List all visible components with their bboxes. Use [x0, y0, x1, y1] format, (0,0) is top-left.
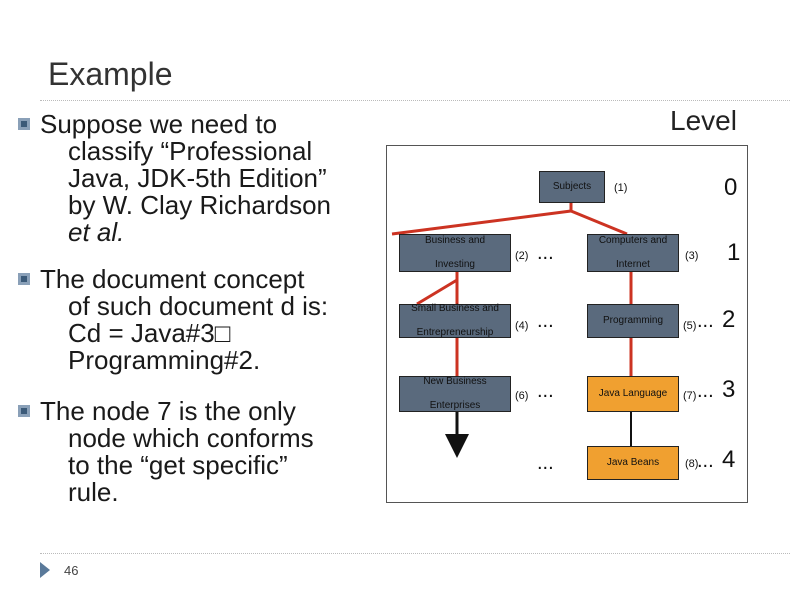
ellipsis: ... — [697, 310, 714, 332]
node-java-language: Java Language — [587, 376, 679, 412]
node-label: Investing — [434, 259, 475, 270]
level-3: 3 — [722, 376, 736, 403]
footer-divider — [40, 553, 790, 554]
slide-title: Example — [48, 56, 173, 92]
edge-subjects-right — [570, 209, 628, 236]
node-number-5: (5) — [683, 320, 697, 332]
title-divider — [40, 100, 790, 101]
node-number-3: (3) — [685, 250, 699, 262]
ellipsis: ... — [537, 242, 554, 264]
page-number: 46 — [64, 563, 79, 578]
node-label: Internet — [616, 259, 650, 270]
bullet-1-text: Suppose we need to classify “Professiona… — [40, 111, 373, 246]
node-label: Java Beans — [606, 457, 660, 468]
bullet-2-text: The document concept of such document d … — [40, 266, 373, 374]
bullet-2: The document concept of such document d … — [18, 266, 373, 374]
node-label: Enterprises — [429, 400, 481, 411]
node-subjects: Subjects — [539, 171, 605, 203]
bullet-line: to the “get specific” — [68, 450, 288, 480]
level-0: 0 — [724, 174, 738, 201]
bullet-line: classify “Professional — [68, 136, 313, 166]
level-1: 1 — [727, 239, 741, 266]
node-label: Business and — [424, 235, 486, 246]
bullet-line: by W. Clay Richardson — [68, 190, 331, 220]
bullet-1: Suppose we need to classify “Professiona… — [18, 111, 373, 246]
node-label: Java Language — [598, 388, 668, 399]
ellipsis: ... — [537, 310, 554, 332]
bullet-line: rule. — [68, 477, 119, 507]
node-label: Subjects — [552, 181, 592, 192]
level-header: Level — [670, 105, 737, 136]
node-label: Entrepreneurship — [416, 327, 494, 338]
square-bullet-icon — [18, 118, 30, 130]
bullet-line: Java, JDK-5th Edition” — [68, 163, 327, 193]
node-number-8: (8) — [685, 458, 699, 470]
bullet-line: et al. — [68, 217, 125, 247]
node-number-6: (6) — [515, 390, 529, 402]
level-2: 2 — [722, 306, 736, 333]
node-number-4: (4) — [515, 320, 529, 332]
node-label: Computers and — [598, 235, 668, 246]
node-programming: Programming — [587, 304, 679, 338]
node-label: New Business — [423, 376, 487, 387]
bullet-3-text: The node 7 is the only node which confor… — [40, 398, 373, 506]
node-number-7: (7) — [683, 390, 697, 402]
square-bullet-icon — [18, 273, 30, 285]
square-bullet-icon — [18, 405, 30, 417]
node-number-2: (2) — [515, 250, 529, 262]
bullet-line: Cd = Java#3□ — [68, 318, 231, 348]
edge-business-left — [416, 278, 458, 306]
slide-nav-arrow-icon[interactable] — [40, 562, 50, 578]
edge-subjects-left — [391, 209, 572, 236]
bullet-line: node which conforms — [68, 423, 314, 453]
bullet-line: The node 7 is the only — [40, 396, 296, 426]
level-4: 4 — [722, 446, 736, 473]
ellipsis: ... — [537, 452, 554, 474]
node-number-1: (1) — [614, 182, 628, 194]
bullet-line: of such document d is: — [68, 291, 329, 321]
bullet-line: Suppose we need to — [40, 109, 278, 139]
node-java-beans: Java Beans — [587, 446, 679, 480]
bullet-line: Programming#2. — [68, 345, 261, 375]
ellipsis: ... — [537, 380, 554, 402]
node-label: Programming — [602, 315, 664, 326]
ellipsis: ... — [697, 380, 714, 402]
node-label: Small Business and — [411, 303, 499, 314]
bullet-3: The node 7 is the only node which confor… — [18, 398, 373, 506]
bullet-line: The document concept — [40, 264, 305, 294]
ellipsis: ... — [697, 450, 714, 472]
